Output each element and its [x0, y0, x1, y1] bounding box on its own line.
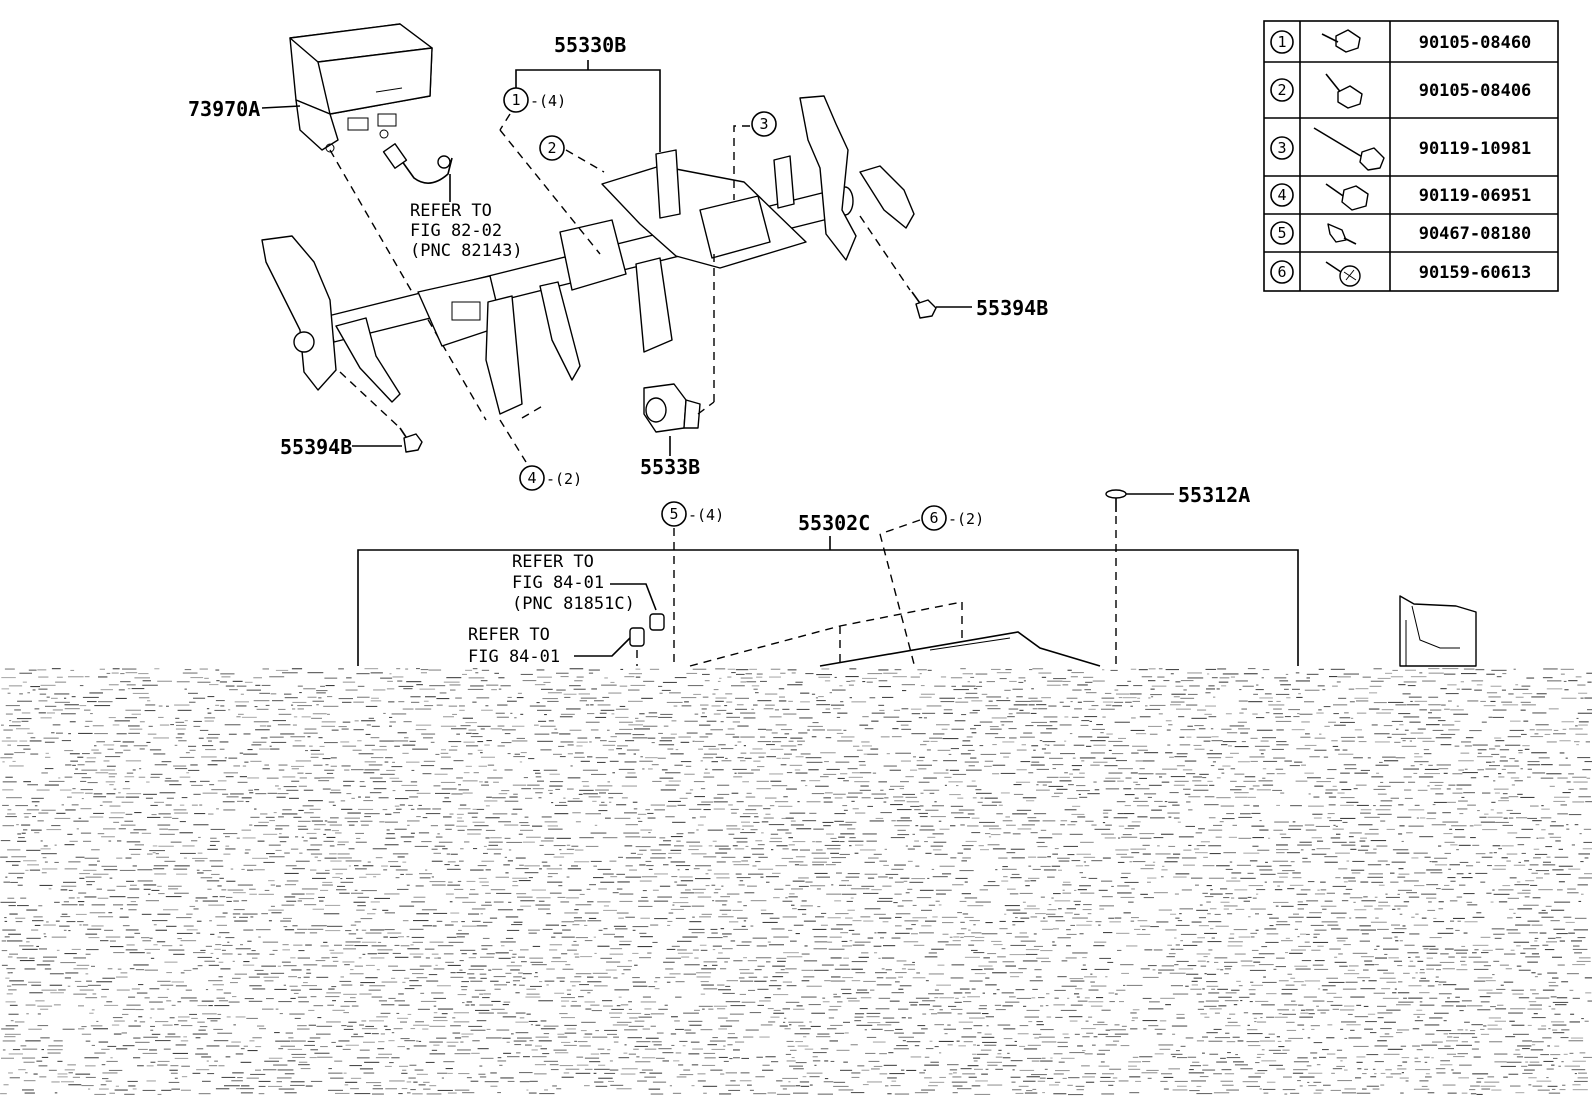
assembly-path — [521, 403, 547, 419]
side-panel-drawing — [1399, 595, 1477, 667]
table-key: 1 — [1277, 33, 1286, 51]
table-part-number: 90119-06951 — [1419, 186, 1532, 206]
callout-6-count: -(2) — [948, 510, 984, 528]
leader-line — [261, 105, 301, 109]
bolt-drawing — [399, 427, 423, 453]
bolt-icon — [1325, 73, 1363, 109]
assembly-path — [733, 125, 750, 200]
callout-4-num: 4 — [527, 469, 536, 487]
instrument-panel-drawing — [689, 601, 1101, 667]
label-5533B: 5533B — [640, 455, 700, 479]
table-key: 3 — [1277, 139, 1286, 157]
leader-bracket — [357, 549, 1299, 666]
label-73970A: 73970A — [188, 97, 260, 121]
callout-circle-4 — [519, 465, 545, 491]
callout-circle-3 — [751, 111, 777, 137]
clip-drawing — [1105, 489, 1127, 512]
airbag-assembly-drawing — [289, 23, 433, 153]
long-bolt-icon — [1313, 127, 1385, 171]
leader-line — [610, 583, 657, 611]
assembly-path — [565, 149, 605, 173]
callout-circle-6 — [921, 505, 947, 531]
corrupted-image-area — [0, 668, 1592, 1096]
assembly-path — [879, 519, 921, 535]
label-55312A: 55312A — [1178, 483, 1250, 507]
ref-84b-line1: REFER TO — [468, 625, 550, 645]
assembly-path — [499, 129, 601, 255]
table-part-number: 90105-08406 — [1419, 81, 1532, 101]
ref-82-line2: FIG 82-02 — [410, 221, 502, 241]
label-55394B-left: 55394B — [280, 435, 352, 459]
assembly-path — [879, 533, 915, 665]
bracket-5533B-drawing — [643, 383, 701, 433]
callout-3-num: 3 — [759, 115, 768, 133]
bolt-icon — [1321, 29, 1361, 53]
assembly-path — [499, 113, 511, 131]
bolt-drawing — [911, 291, 937, 319]
leader-bracket — [515, 69, 661, 152]
flange-bolt-icon — [1325, 183, 1369, 211]
assembly-path — [697, 401, 715, 415]
ref-84a-line1: REFER TO — [512, 552, 594, 572]
callout-circle-2 — [539, 135, 565, 161]
label-55302C: 55302C — [798, 511, 870, 535]
callout-4-count: -(2) — [546, 470, 582, 488]
table-key-circle — [1270, 78, 1294, 102]
assembly-path — [859, 215, 911, 291]
table-key-circle — [1270, 260, 1294, 284]
support-beam-drawing — [261, 95, 915, 415]
table-part-number: 90159-60613 — [1419, 263, 1532, 283]
assembly-path — [329, 149, 487, 421]
table-key-circle — [1270, 30, 1294, 54]
table-key: 5 — [1277, 224, 1286, 242]
callout-1-num: 1 — [511, 91, 520, 109]
table-key: 4 — [1277, 186, 1286, 204]
fastener-table: 1 90105-08460 2 90105-08406 3 90119-1098… — [1263, 20, 1559, 292]
callout-circle-5 — [661, 501, 687, 527]
table-part-number: 90119-10981 — [1419, 139, 1532, 159]
assembly-path — [499, 419, 527, 463]
callout-5-count: -(4) — [688, 506, 724, 524]
leader-line — [574, 637, 631, 657]
screw-icon — [1325, 261, 1361, 287]
callout-1-count: -(4) — [530, 92, 566, 110]
ref-82-line1: REFER TO — [410, 201, 492, 221]
table-key-circle — [1270, 136, 1294, 160]
table-key-circle — [1270, 221, 1294, 245]
table-key: 2 — [1277, 81, 1286, 99]
callout-2-num: 2 — [547, 139, 556, 157]
table-part-number: 90105-08460 — [1419, 33, 1532, 53]
callout-5-num: 5 — [669, 505, 678, 523]
label-55330B: 55330B — [554, 33, 626, 57]
ref-84b-line2: FIG 84-01 — [468, 647, 560, 667]
callout-circle-1 — [503, 87, 529, 113]
harness-drawing — [382, 143, 453, 184]
table-key-circle — [1270, 183, 1294, 207]
label-55394B-right: 55394B — [976, 296, 1048, 320]
clip-drawing — [629, 627, 645, 647]
ref-84a-line2: FIG 84-01 — [512, 573, 604, 593]
callout-6-num: 6 — [929, 509, 938, 527]
table-part-number: 90467-08180 — [1419, 224, 1532, 244]
ref-84a-line3: (PNC 81851C) — [512, 594, 635, 614]
clip-drawing — [649, 613, 665, 631]
clip-icon — [1327, 223, 1357, 245]
table-key: 6 — [1277, 263, 1286, 281]
ref-82-line3: (PNC 82143) — [410, 241, 523, 261]
